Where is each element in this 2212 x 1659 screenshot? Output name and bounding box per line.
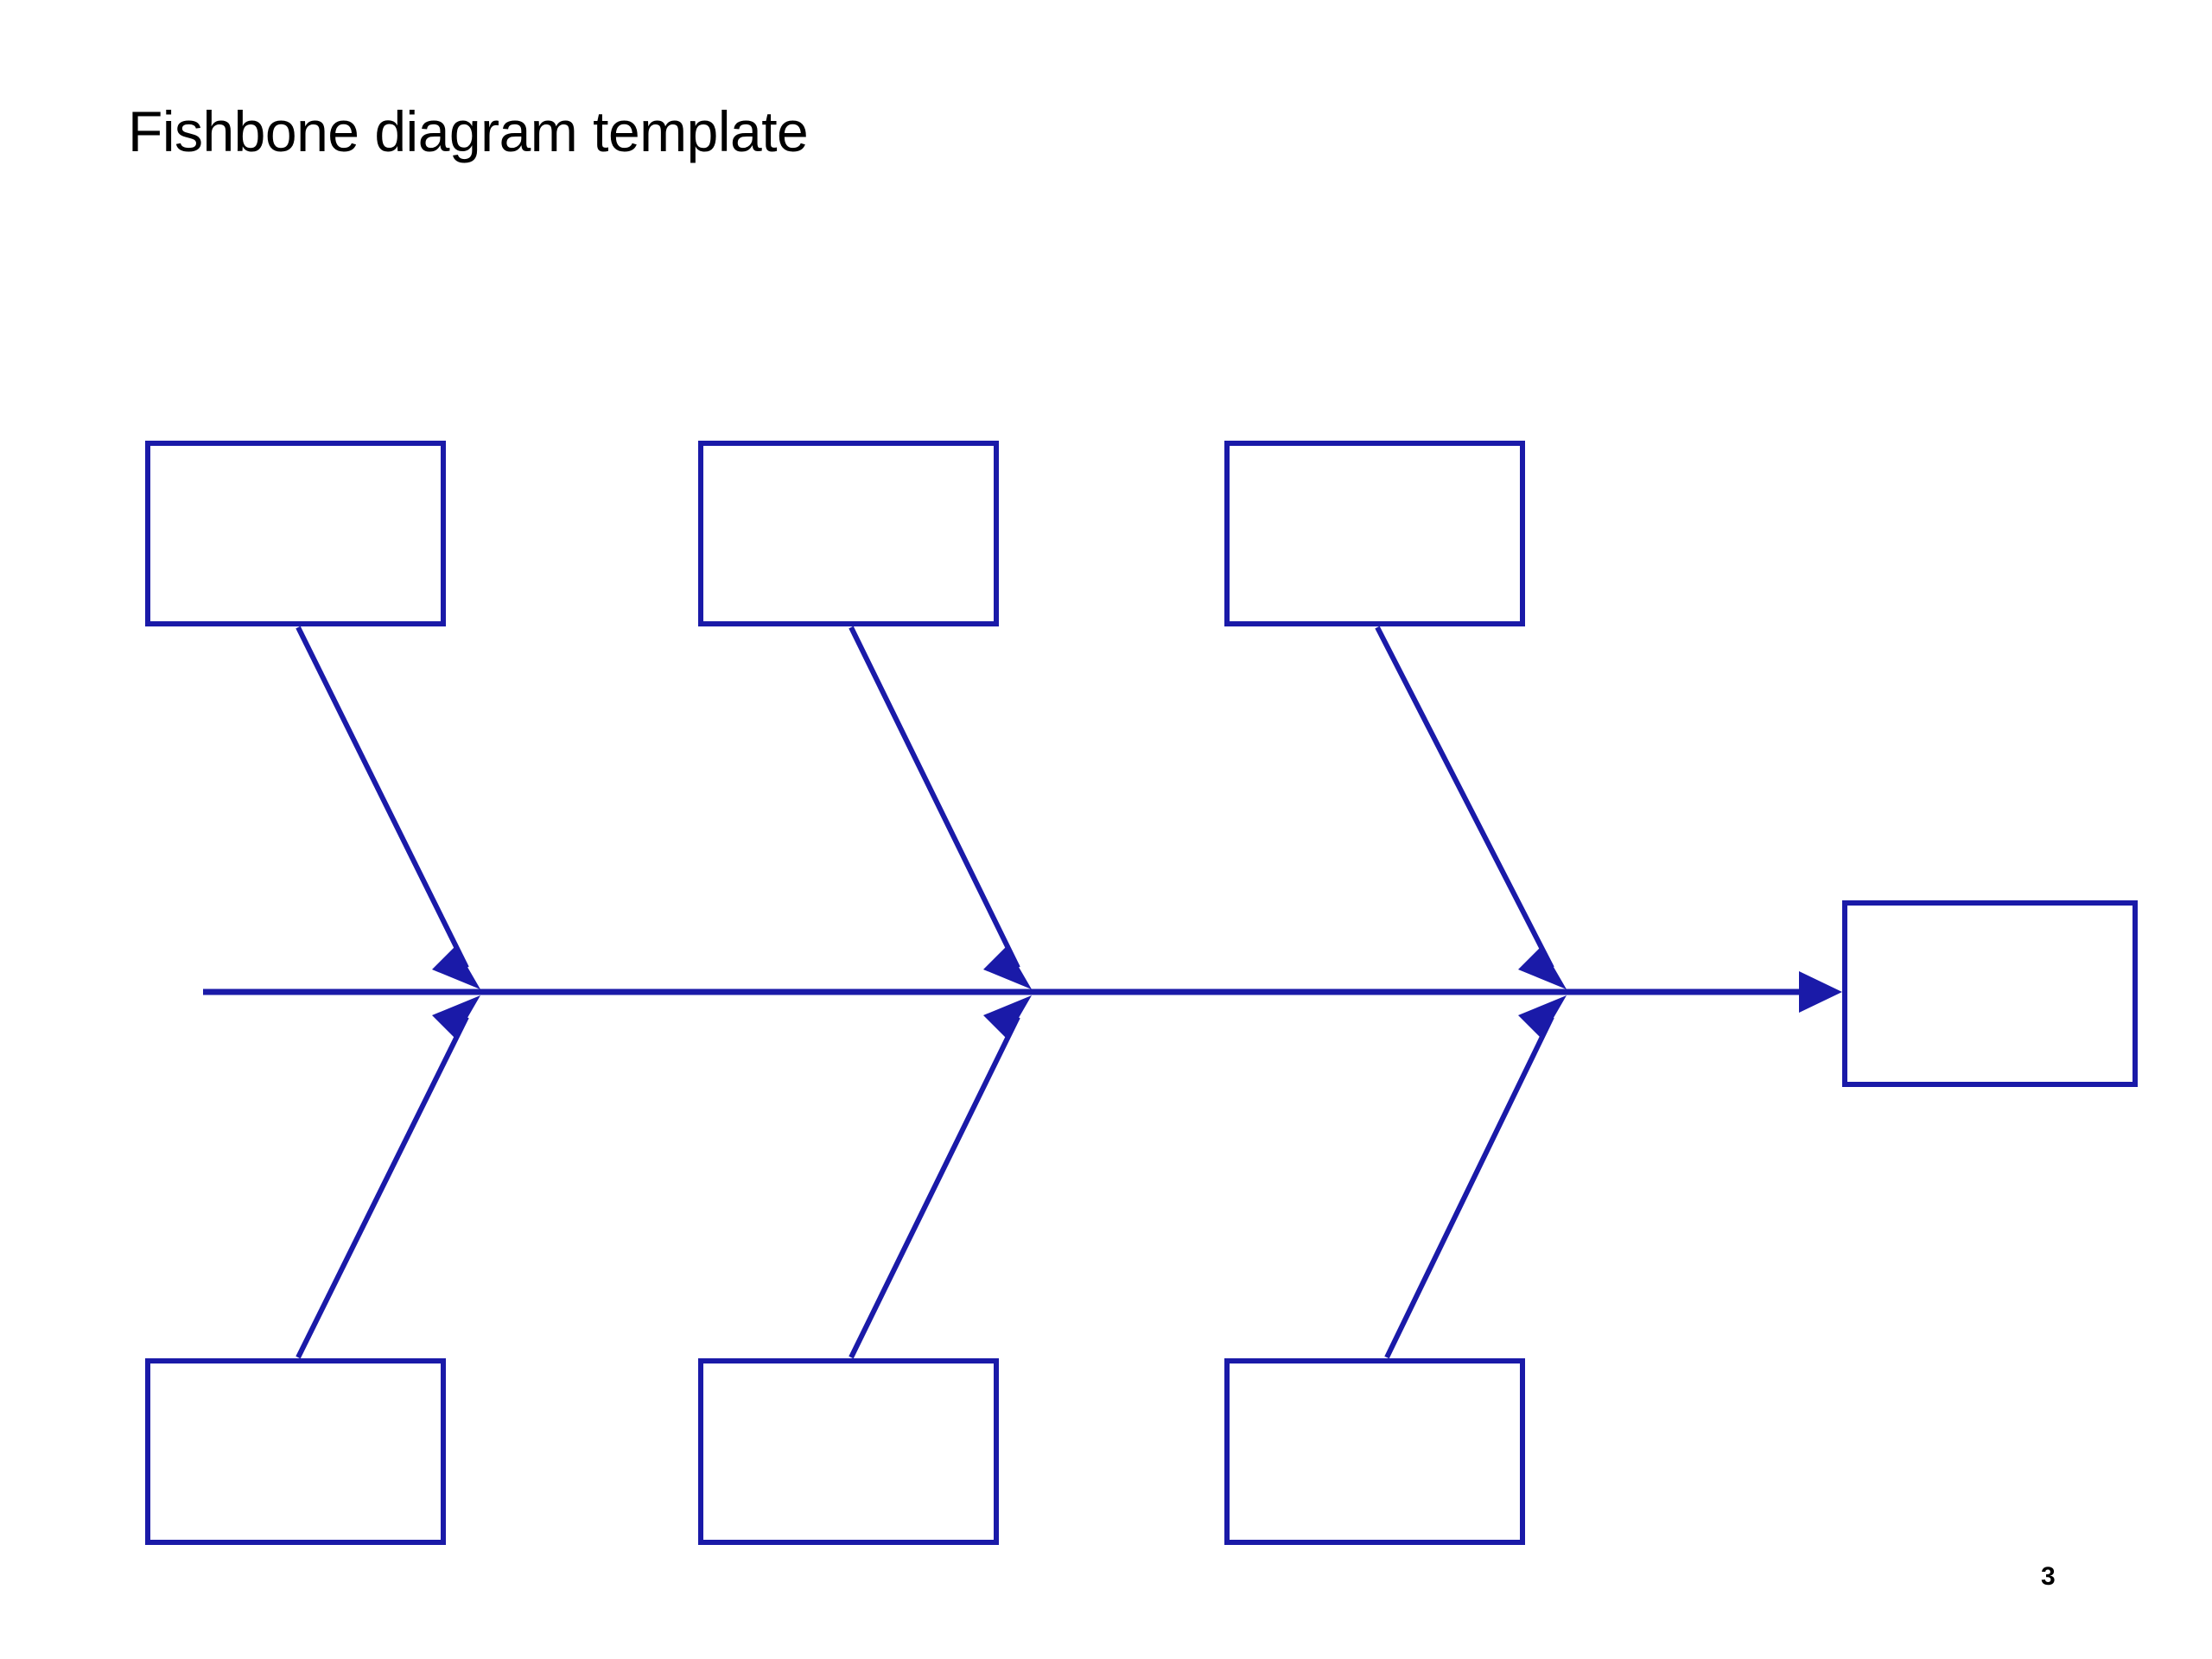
page-title: Fishbone diagram template xyxy=(128,99,809,163)
rib-bottom-3-arrowhead-icon xyxy=(1518,995,1567,1039)
rib-top-2-arrowhead-icon xyxy=(983,946,1032,989)
rib-bottom-3 xyxy=(1384,995,1567,1359)
rib-bottom-2 xyxy=(849,995,1032,1359)
rib-bottom-2-arrowhead-icon xyxy=(983,995,1032,1039)
rib-top-3-arrowhead-icon xyxy=(1518,946,1567,989)
rib-bottom-1-line xyxy=(296,1015,469,1359)
main-spine xyxy=(203,971,1842,1013)
rib-bottom-2-line xyxy=(849,1015,1020,1359)
rib-top-2-line xyxy=(849,626,1020,969)
cause-box-top-1[interactable] xyxy=(145,441,446,626)
cause-box-bottom-2[interactable] xyxy=(698,1358,999,1545)
rib-top-3-line xyxy=(1375,626,1554,969)
rib-top-1-arrowhead-icon xyxy=(432,946,480,989)
cause-box-bottom-1[interactable] xyxy=(145,1358,446,1545)
cause-box-bottom-3[interactable] xyxy=(1224,1358,1525,1545)
rib-bottom-1 xyxy=(296,995,480,1359)
rib-top-2 xyxy=(849,626,1032,989)
effect-box[interactable] xyxy=(1842,900,2138,1087)
rib-bottom-1-arrowhead-icon xyxy=(432,995,480,1039)
rib-top-3 xyxy=(1375,626,1567,989)
rib-top-1-line xyxy=(296,626,469,969)
cause-box-top-2[interactable] xyxy=(698,441,999,626)
rib-bottom-3-line xyxy=(1384,1015,1554,1359)
cause-box-top-3[interactable] xyxy=(1224,441,1525,626)
page-number: 3 xyxy=(2041,1562,2056,1591)
rib-top-1 xyxy=(296,626,480,989)
main-spine-arrowhead-icon xyxy=(1799,971,1842,1013)
